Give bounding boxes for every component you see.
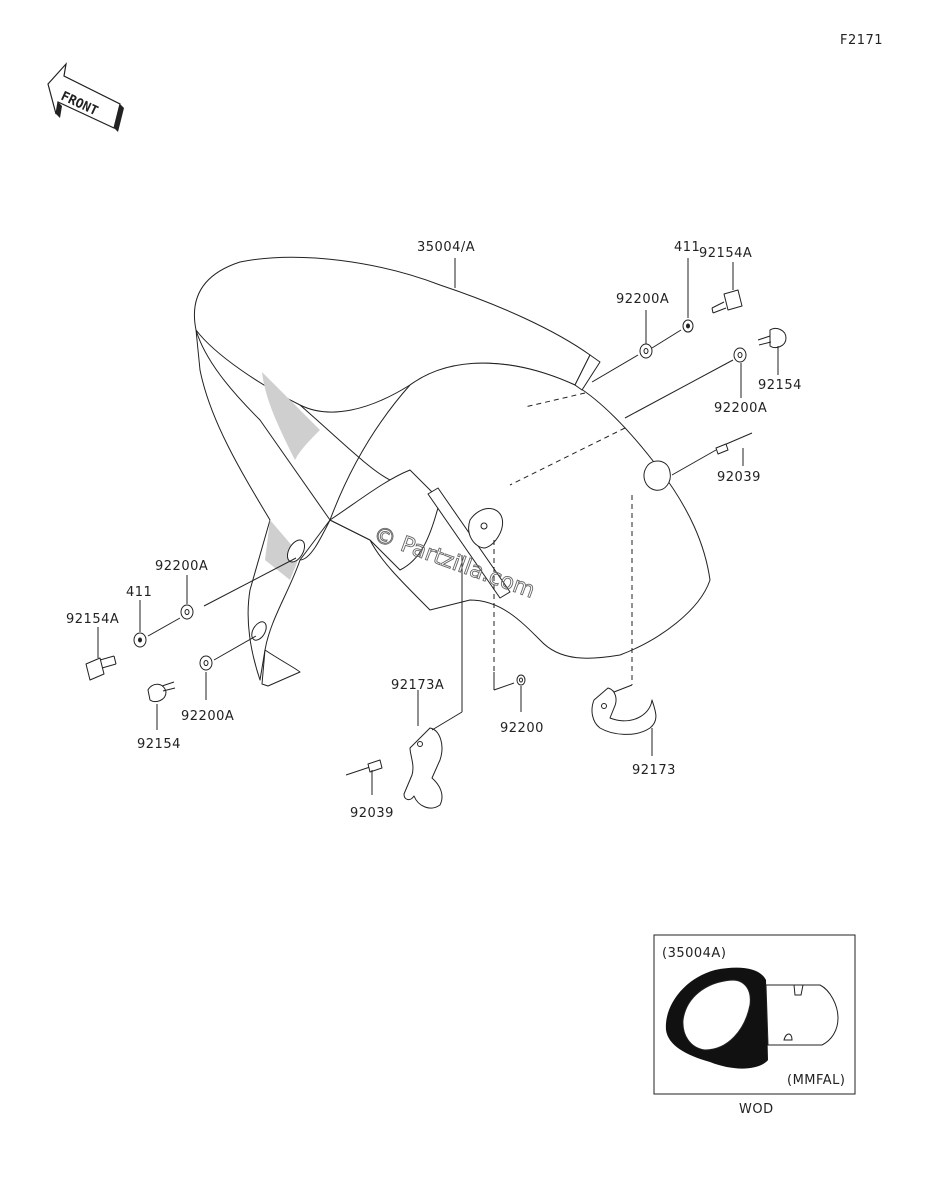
- variant-inset: (35004A) (MMFAL) WOD: [653, 934, 856, 1117]
- label-rivet-right: 92039: [717, 470, 761, 485]
- bolt-92154-right-icon: [757, 327, 787, 349]
- rivet-92039-right-icon: [715, 432, 753, 455]
- bolt-92154a-right-icon: [711, 289, 743, 314]
- label-washer-92200: 92200: [500, 721, 544, 736]
- label-bolt-right: 92154: [758, 378, 802, 393]
- label-clamp: 92173: [632, 763, 676, 778]
- washer-92200-icon: [516, 674, 526, 686]
- washer-92200a-left-top-icon: [180, 604, 194, 620]
- inset-caption: WOD: [739, 1102, 774, 1117]
- label-rivet-left: 92039: [350, 806, 394, 821]
- clamp-92173-icon: [591, 687, 657, 735]
- label-washer-92200a-right-top: 92200A: [616, 292, 669, 307]
- label-bolt-a-right: 92154A: [699, 246, 752, 261]
- label-bolt-a-left: 92154A: [66, 612, 119, 627]
- front-fender: [193, 256, 711, 687]
- bolt-92154a-left-icon: [85, 655, 117, 681]
- washer-411-right-icon: [682, 319, 694, 333]
- label-clamp-a: 92173A: [391, 678, 444, 693]
- washer-411-left-icon: [133, 632, 147, 648]
- label-fender: 35004/A: [417, 240, 475, 255]
- label-bolt-left: 92154: [137, 737, 181, 752]
- washer-92200a-right-top-icon: [639, 343, 653, 359]
- bolt-92154-left-icon: [147, 681, 176, 703]
- label-washer-411-right: 411: [674, 240, 700, 255]
- label-washer-92200a-left-top: 92200A: [155, 559, 208, 574]
- label-washer-92200a-left-bottom: 92200A: [181, 709, 234, 724]
- washer-92200a-right-bottom-icon: [733, 347, 747, 363]
- label-washer-92200a-right-bottom: 92200A: [714, 401, 767, 416]
- label-washer-411-left: 411: [126, 585, 152, 600]
- rivet-92039-left-icon: [345, 759, 383, 776]
- front-arrow-icon: FRONT: [47, 62, 124, 132]
- clamp-92173a-icon: [403, 727, 443, 809]
- inset-variant-code: (MMFAL): [787, 1073, 846, 1088]
- fender-silhouette-icon: [665, 967, 839, 1069]
- inset-part-ref: (35004A): [662, 946, 726, 961]
- washer-92200a-left-bottom-icon: [199, 655, 213, 671]
- diagram-code: F2171: [840, 33, 883, 48]
